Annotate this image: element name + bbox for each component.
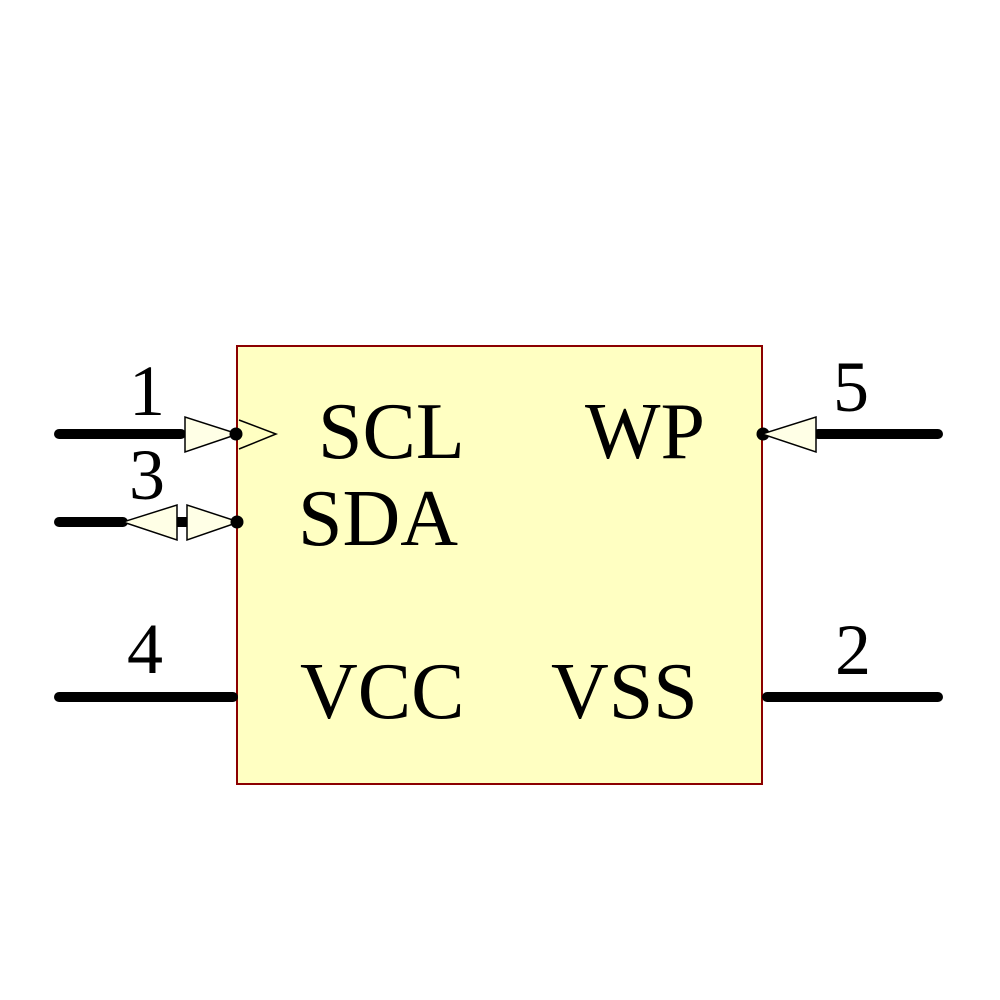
pin-2-number: 2 [835, 610, 871, 690]
pin-label-scl: SCL [318, 388, 465, 476]
pin-label-vcc: VCC [300, 648, 465, 736]
pin-5-wire[interactable] [813, 429, 943, 439]
pin-5-number: 5 [833, 347, 869, 427]
pin-1-input-arrow-icon [184, 415, 279, 454]
pin-4-number: 4 [127, 609, 163, 689]
pin-5-input-arrow-icon [756, 415, 817, 454]
pin-1-wire[interactable] [54, 429, 186, 439]
component-body[interactable] [236, 345, 763, 785]
pin-label-sda: SDA [298, 475, 459, 563]
pin-4-wire[interactable] [54, 692, 238, 702]
pin-label-wp: WP [585, 388, 705, 476]
pin-3-wire[interactable] [54, 517, 128, 527]
pin-3-bidirectional-arrow-icon [120, 503, 244, 542]
pin-1-number: 1 [129, 351, 165, 431]
pin-label-vss: VSS [551, 648, 698, 736]
pin-3-number: 3 [129, 435, 165, 515]
pin-2-wire[interactable] [762, 692, 943, 702]
